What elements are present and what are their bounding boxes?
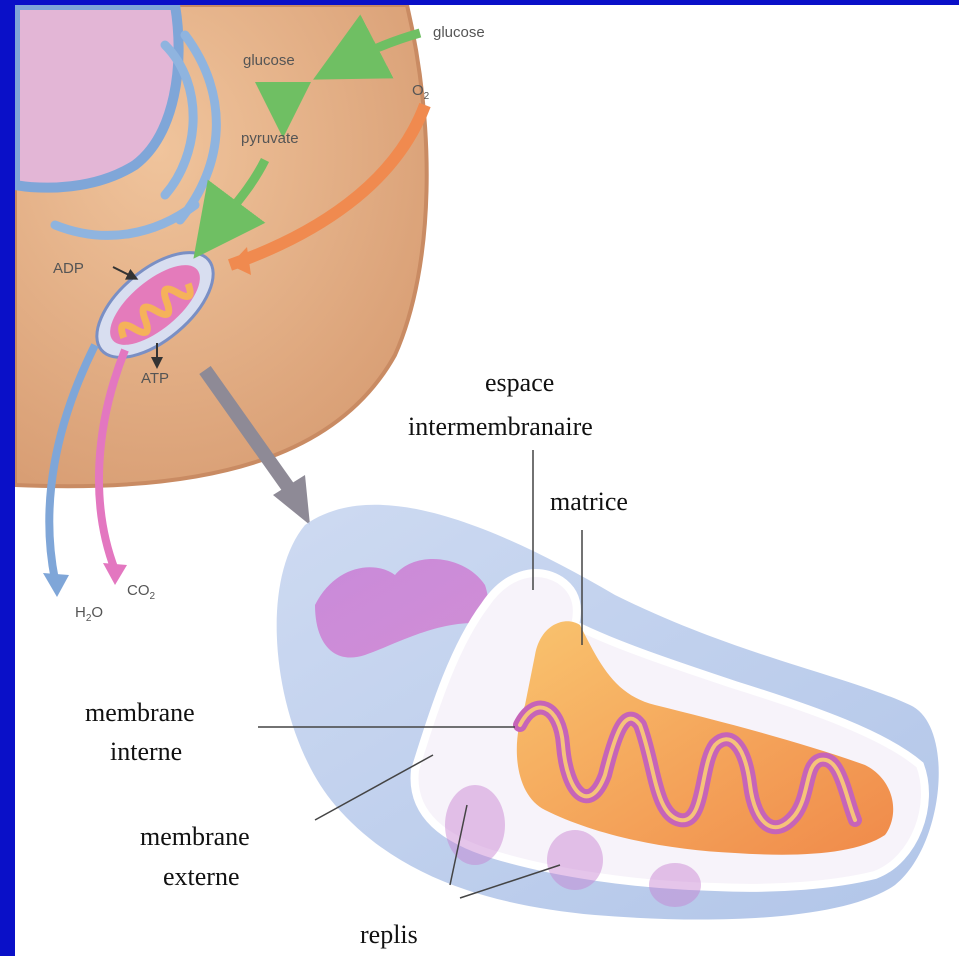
label-h2o: H2O [75, 604, 103, 624]
label-membrane-interne-1: membrane [85, 698, 195, 727]
label-glucose-inside: glucose [243, 52, 295, 69]
label-atp: ATP [141, 370, 169, 387]
label-pyruvate: pyruvate [241, 130, 299, 147]
mitochondria-diagram: glucose glucose O2 pyruvate ADP ATP CO2 … [15, 5, 959, 956]
label-espace: espace [485, 368, 554, 397]
label-adp: ADP [53, 260, 84, 277]
label-co2: CO2 [127, 582, 156, 602]
h2o-arrow-head [43, 573, 69, 597]
label-membrane-interne-2: interne [110, 737, 182, 766]
label-intermembranaire: intermembranaire [408, 412, 593, 441]
label-replis: replis [360, 920, 418, 949]
illustration-frame: glucose glucose O2 pyruvate ADP ATP CO2 … [15, 5, 959, 956]
label-matrice: matrice [550, 487, 628, 516]
label-glucose-outside: glucose [433, 24, 485, 41]
co2-arrow-head [103, 563, 127, 585]
label-membrane-externe-1: membrane [140, 822, 250, 851]
label-membrane-externe-2: externe [163, 862, 240, 891]
